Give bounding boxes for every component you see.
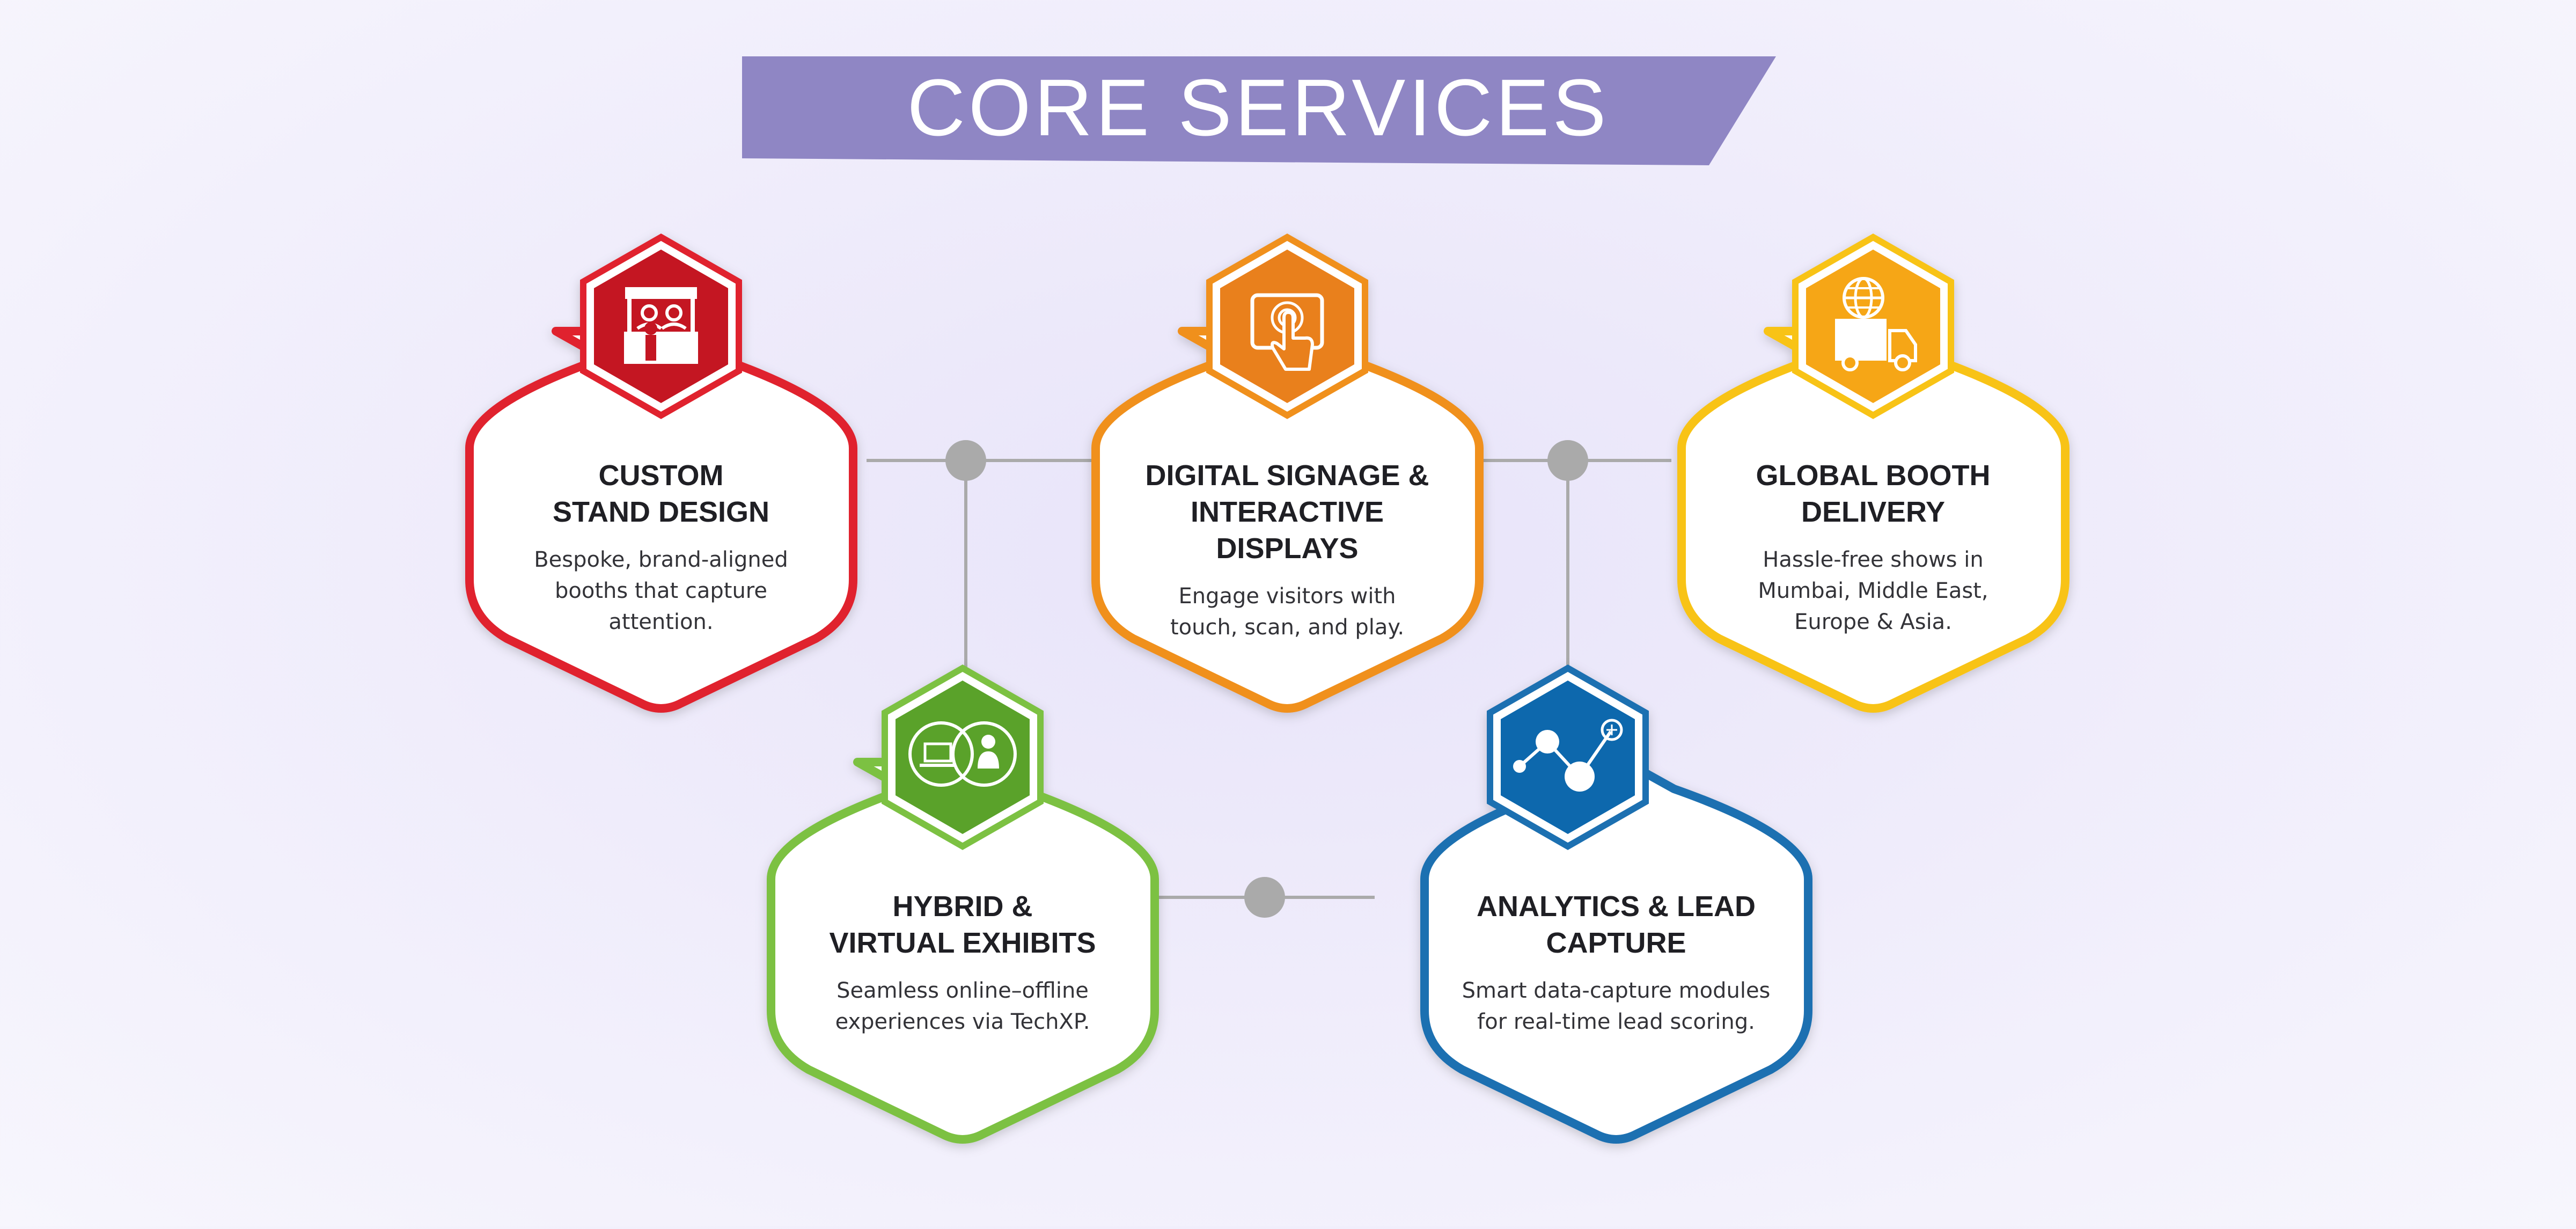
title-line: DIGITAL SIGNAGE & — [1145, 459, 1429, 492]
title-line: CUSTOM — [598, 459, 724, 492]
card-outline — [767, 758, 1159, 1144]
card-outline — [1677, 327, 2069, 713]
globe-truck-icon — [1792, 233, 1954, 419]
network-nodes-icon — [1487, 664, 1649, 850]
service-title: HYBRID & VIRTUAL EXHIBITS — [791, 888, 1134, 961]
service-title: ANALYTICS & LEAD CAPTURE — [1444, 888, 1788, 961]
junction-dot — [1547, 440, 1588, 481]
title-line: VIRTUAL EXHIBITS — [829, 927, 1096, 959]
desc-line: experiences via TechXP. — [835, 1009, 1090, 1034]
card-text-custom-stand-design: CUSTOM STAND DESIGN Bespoke, brand-align… — [489, 457, 833, 638]
title-line: DELIVERY — [1801, 496, 1946, 528]
card-outline — [1091, 327, 1484, 713]
card-text-analytics-lead-capture: ANALYTICS & LEAD CAPTURE Smart data-capt… — [1444, 888, 1788, 1037]
card-outline — [1420, 758, 1812, 1144]
desc-line: Hassle-free shows in — [1763, 547, 1984, 572]
desc-line: booths that capture — [555, 579, 767, 603]
title-line: INTERACTIVE DISPLAYS — [1190, 496, 1384, 565]
service-card-hybrid-virtual-exhibits — [767, 664, 1159, 1144]
junction-dot — [1244, 877, 1285, 918]
desc-line: attention. — [608, 610, 714, 634]
desc-line: for real-time lead scoring. — [1477, 1009, 1755, 1034]
touch-screen-icon — [1206, 233, 1368, 419]
service-title: GLOBAL BOOTH DELIVERY — [1701, 457, 2045, 530]
card-outline — [465, 327, 857, 713]
title-line: HYBRID & — [892, 890, 1033, 923]
junction-dot — [945, 440, 986, 481]
title-line: CAPTURE — [1546, 927, 1686, 959]
desc-line: touch, scan, and play. — [1170, 615, 1405, 640]
service-description: Engage visitors with touch, scan, and pl… — [1115, 581, 1459, 643]
desc-line: Seamless online–offline — [836, 978, 1089, 1003]
laptop-person-icon — [882, 664, 1044, 850]
page-title: CORE SERVICES — [907, 62, 1610, 152]
service-card-global-booth-delivery — [1677, 233, 2069, 713]
desc-line: Europe & Asia. — [1794, 610, 1952, 634]
service-card-analytics-lead-capture — [1420, 664, 1812, 1144]
service-description: Seamless online–offline experiences via … — [791, 975, 1134, 1037]
connector-junctions — [945, 440, 1588, 918]
service-title: CUSTOM STAND DESIGN — [489, 457, 833, 530]
title-banner — [742, 56, 1776, 165]
booth-icon — [580, 233, 742, 419]
title-line: ANALYTICS & LEAD — [1476, 890, 1756, 923]
service-description: Smart data-capture modules for real-time… — [1444, 975, 1788, 1037]
card-text-digital-signage: DIGITAL SIGNAGE & INTERACTIVE DISPLAYS E… — [1115, 457, 1459, 643]
service-description: Hassle-free shows in Mumbai, Middle East… — [1701, 544, 2045, 638]
service-title: DIGITAL SIGNAGE & INTERACTIVE DISPLAYS — [1115, 457, 1459, 567]
title-line: GLOBAL BOOTH — [1756, 459, 1991, 492]
title-line: STAND DESIGN — [552, 496, 770, 528]
desc-line: Smart data-capture modules — [1462, 978, 1771, 1003]
service-description: Bespoke, brand-aligned booths that captu… — [489, 544, 833, 638]
card-text-global-booth-delivery: GLOBAL BOOTH DELIVERY Hassle-free shows … — [1701, 457, 2045, 638]
card-text-hybrid-virtual-exhibits: HYBRID & VIRTUAL EXHIBITS Seamless onlin… — [791, 888, 1134, 1037]
service-card-custom-stand-design — [465, 233, 857, 713]
desc-line: Engage visitors with — [1178, 584, 1396, 609]
desc-line: Bespoke, brand-aligned — [534, 547, 788, 572]
service-card-digital-signage — [1091, 233, 1484, 713]
desc-line: Mumbai, Middle East, — [1758, 579, 1988, 603]
